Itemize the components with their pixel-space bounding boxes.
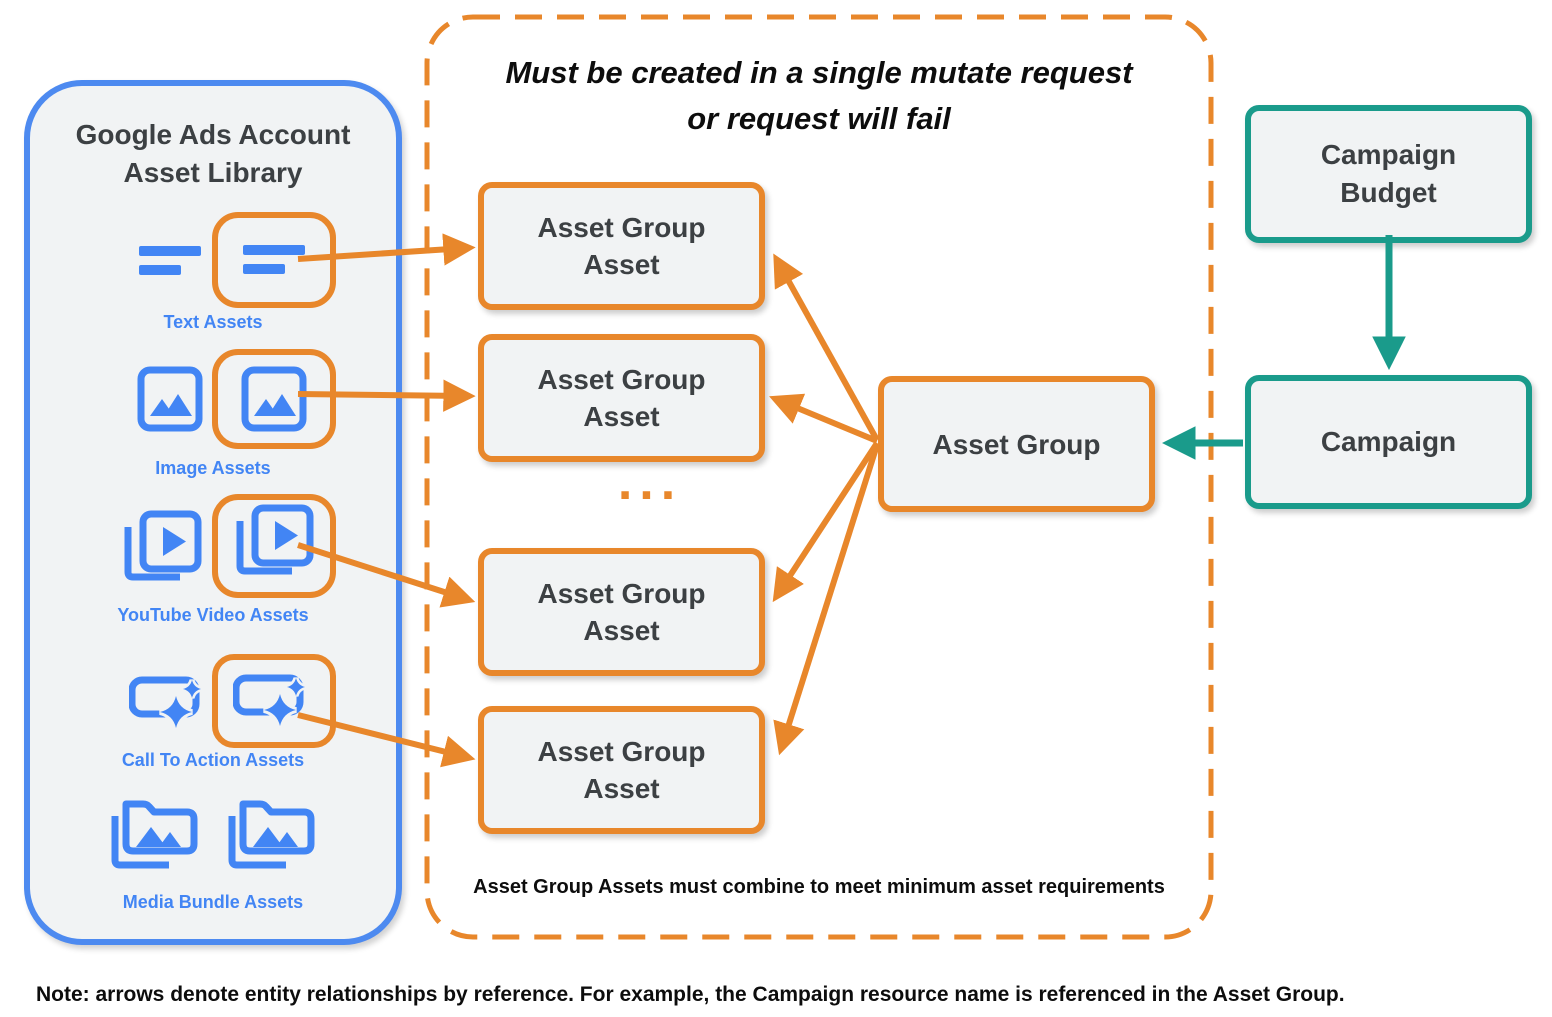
arrow-asset-group-to-aga-3	[772, 441, 880, 603]
arrow-asset-group-to-aga-1	[773, 253, 880, 442]
asset-group-box: Asset Group	[878, 376, 1155, 512]
asset-group-asset-label: Asset Group Asset	[537, 364, 706, 432]
text-asset-icon	[139, 246, 201, 276]
arrow-asset-group-to-aga-4	[773, 444, 880, 756]
asset-library-title-line1: Google Ads Account	[75, 119, 351, 150]
campaign-label: Campaign	[1320, 426, 1457, 457]
asset-group-label: Asset Group	[932, 428, 1101, 460]
reference-note: Note: arrows denote entity relationships…	[36, 983, 1345, 1006]
asset-group-asset-label: Asset Group Asset	[537, 578, 706, 646]
mutate-request-title-line2: or request will fail	[687, 101, 951, 136]
call-to-action-assets-label: Call To Action Assets	[121, 750, 305, 770]
asset-group-asset-label: Asset Group Asset	[537, 736, 706, 804]
campaign-budget-label: Campaign Budget	[1320, 139, 1457, 208]
image-asset-icon	[137, 366, 203, 432]
asset-group-asset-box-1: Asset Group Asset	[478, 182, 765, 310]
call-to-action-asset-icon	[129, 674, 211, 732]
asset-group-asset-box-3: Asset Group Asset	[478, 548, 765, 676]
asset-group-asset-box-2: Asset Group Asset	[478, 334, 765, 462]
youtube-video-asset-icon	[122, 510, 202, 594]
text-assets-label: Text Assets	[163, 312, 263, 332]
asset-group-asset-box-4: Asset Group Asset	[478, 706, 765, 834]
more-assets-ellipsis: ...	[617, 453, 683, 511]
asset-library-title-line2: Asset Library	[123, 157, 303, 188]
youtube-video-asset-icon	[236, 504, 314, 575]
text-asset-icon	[243, 245, 305, 274]
media-bundle-asset-icon	[226, 790, 318, 878]
campaign-box: Campaign	[1245, 375, 1532, 509]
media-bundle-asset-icon	[109, 790, 201, 878]
image-asset-icon	[241, 366, 307, 432]
mutate-request-title-line1: Must be created in a single mutate reque…	[505, 55, 1133, 90]
mutate-request-title: Must be created in a single mutate reque…	[427, 50, 1211, 142]
asset-group-asset-label: Asset Group Asset	[537, 212, 706, 280]
asset-library-panel: Google Ads Account Asset Library Text As…	[24, 80, 402, 945]
image-assets-label: Image Assets	[155, 458, 271, 478]
youtube-video-asset-selected-frame	[212, 494, 336, 598]
arrow-asset-group-to-aga-2	[769, 393, 879, 444]
youtube-video-assets-label: YouTube Video Assets	[117, 605, 309, 625]
text-asset-selected-frame	[212, 212, 336, 308]
image-asset-selected-frame	[212, 349, 336, 449]
mutate-request-footnote: Asset Group Assets must combine to meet …	[473, 876, 1165, 898]
call-to-action-asset-icon	[233, 674, 306, 727]
asset-library-title: Google Ads Account Asset Library	[30, 116, 396, 192]
media-bundle-assets-label: Media Bundle Assets	[122, 892, 304, 912]
campaign-budget-box: Campaign Budget	[1245, 105, 1532, 243]
call-to-action-asset-selected-frame	[212, 654, 336, 748]
